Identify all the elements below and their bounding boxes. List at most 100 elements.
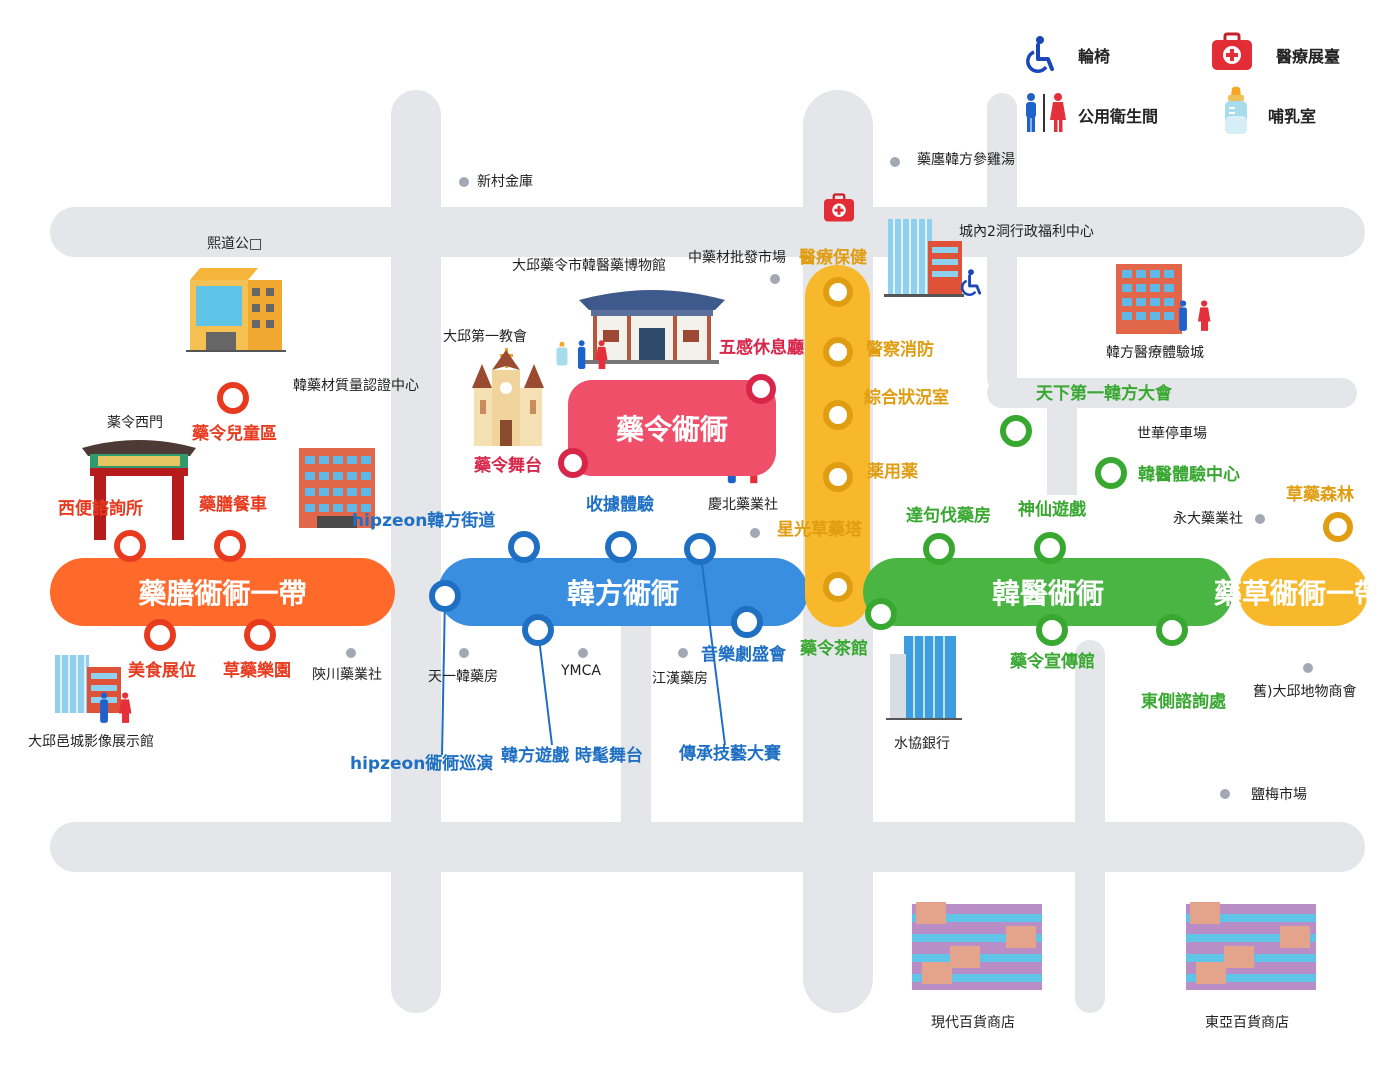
stop-label-hipzeon-street[interactable]: hipzeon韓方街道 bbox=[352, 511, 496, 531]
stop-ring-hipzeon-street[interactable] bbox=[508, 531, 540, 563]
place-label-west-gate: 薬令西門 bbox=[107, 415, 163, 431]
place-label-hapcheon: 陝川藥業社 bbox=[312, 667, 382, 683]
stop-ring-pharmacy-dal[interactable] bbox=[923, 533, 955, 565]
stop-ring-promo-hall[interactable] bbox=[1036, 614, 1068, 646]
legend-wheelchair-label: 輪椅 bbox=[1078, 47, 1111, 66]
place-label-church: 大邱第一教會 bbox=[443, 329, 527, 345]
place-dot-sinchon-bank bbox=[459, 177, 469, 187]
road-medical-kit-icon bbox=[824, 193, 854, 222]
place-label-sinchon-bank: 新村金庫 bbox=[477, 174, 533, 190]
legend-nursing-label: 哺乳室 bbox=[1268, 107, 1317, 126]
community-center-building bbox=[884, 219, 964, 297]
legend-restroom-label: 公用衛生間 bbox=[1078, 107, 1159, 126]
zone-yaksun[interactable]: 藥膳衚衕一帶 bbox=[50, 558, 395, 626]
baby-bottle-icon bbox=[1225, 86, 1247, 134]
stop-ring-food-booth[interactable] bbox=[144, 619, 176, 651]
place-label-medical-city: 韓方醫療體驗城 bbox=[1106, 345, 1204, 361]
road-east-vertical-2 bbox=[1047, 395, 1077, 495]
place-label-samgyetang: 藥廛韓方參雞湯 bbox=[917, 152, 1015, 168]
stop-ring-yakryeong-stage[interactable] bbox=[558, 448, 588, 478]
stop-ring-herb-forest[interactable] bbox=[1323, 512, 1353, 542]
stop-label-situation-room[interactable]: 綜合狀況室 bbox=[864, 388, 949, 408]
stop-label-info-east[interactable]: 東側諮詢處 bbox=[1141, 692, 1226, 712]
stop-label-medical-care[interactable]: 醫療保健 bbox=[799, 248, 867, 268]
stop-ring-police-fire[interactable] bbox=[823, 337, 853, 367]
stop-label-game[interactable]: 韓方遊戲 時髦舞台 bbox=[501, 746, 643, 766]
stop-ring-info-east[interactable] bbox=[1156, 614, 1188, 646]
suhyup-bank-building bbox=[886, 636, 962, 720]
stop-label-heritage[interactable]: 傳承技藝大賽 bbox=[679, 744, 781, 764]
museum-building bbox=[579, 290, 725, 364]
road-horizontal-south bbox=[50, 822, 1365, 872]
zone-medical-strip bbox=[805, 265, 870, 627]
stop-label-rest-lounge[interactable]: 五感休息廳 bbox=[719, 338, 804, 358]
zone-yakcho[interactable]: 藥草衚衕一帶 bbox=[1214, 558, 1382, 626]
stop-label-info-west[interactable]: 西便諮詢所 bbox=[58, 499, 143, 519]
stop-ring-tea-house[interactable] bbox=[865, 598, 897, 630]
stop-label-pharmacy-dal[interactable]: 達句伐藥房 bbox=[906, 506, 991, 526]
stop-label-food-truck[interactable]: 藥膳餐車 bbox=[199, 495, 267, 515]
stop-ring-herb-park[interactable] bbox=[244, 619, 276, 651]
place-label-gyeongbuk: 慶北藥業社 bbox=[708, 497, 778, 513]
stop-ring-game[interactable] bbox=[522, 614, 554, 646]
quality-center-building bbox=[299, 448, 375, 528]
medical-kit-icon bbox=[1212, 32, 1252, 70]
place-label-yeongdae: 永大藥業社 bbox=[1173, 511, 1243, 527]
stop-label-hanbang-contest[interactable]: 天下第一韓方大會 bbox=[1036, 384, 1172, 404]
stop-label-parade[interactable]: hipzeon衚衕巡演 bbox=[350, 754, 494, 774]
stop-ring-hanbang-contest[interactable] bbox=[1000, 415, 1032, 447]
stop-ring-rest-lounge[interactable] bbox=[746, 374, 776, 404]
place-label-old-daegu: 舊)大邱地物商會 bbox=[1253, 684, 1357, 700]
stop-label-tea-house[interactable]: 藥令茶館 bbox=[800, 639, 868, 659]
museum-nursing-icon bbox=[556, 341, 568, 366]
stop-ring-hanui-center[interactable] bbox=[1095, 457, 1127, 489]
stop-ring-heritage[interactable] bbox=[684, 533, 716, 565]
stop-label-police-fire[interactable]: 警察消防 bbox=[866, 340, 934, 360]
stop-ring-concert[interactable] bbox=[731, 606, 763, 638]
stop-label-concert[interactable]: 音樂劇盛會 bbox=[701, 645, 786, 665]
place-dot-hapcheon bbox=[346, 648, 356, 658]
donga-store-building bbox=[1186, 902, 1316, 990]
place-dot-ymca bbox=[578, 648, 588, 658]
stop-label-herb-forest[interactable]: 草藥森林 bbox=[1286, 485, 1354, 505]
stop-ring-medicine-use[interactable] bbox=[823, 462, 853, 492]
church-building bbox=[472, 348, 544, 446]
stop-label-herb-park[interactable]: 草藥樂園 bbox=[223, 661, 291, 681]
stop-label-medicine-use[interactable]: 薬用薬 bbox=[867, 462, 918, 482]
huido-park-building bbox=[186, 268, 286, 352]
stop-label-collect[interactable]: 收據體驗 bbox=[586, 495, 654, 515]
stop-label-hanui-center[interactable]: 韓醫體驗中心 bbox=[1138, 465, 1240, 485]
road-horizontal-north bbox=[50, 207, 1365, 257]
stop-label-yakryeong-stage[interactable]: 藥令舞台 bbox=[474, 456, 542, 476]
place-label-yeommae: 鹽梅市場 bbox=[1251, 787, 1307, 803]
place-label-cheonil: 天一韓藥房 bbox=[428, 669, 498, 685]
place-dot-yeongdae bbox=[1255, 514, 1265, 524]
place-label-hyundai: 現代百貨商店 bbox=[931, 1015, 1015, 1031]
place-label-quality-center: 韓藥材質量認證中心 bbox=[293, 378, 419, 394]
road-vertical-west bbox=[391, 90, 441, 1013]
zone-yakryeong[interactable]: 藥令衚衕 bbox=[568, 380, 776, 476]
stop-ring-parade[interactable] bbox=[429, 580, 461, 612]
stop-ring-medical-care[interactable] bbox=[823, 277, 853, 307]
stop-ring-sinseon[interactable] bbox=[1034, 532, 1066, 564]
place-label-photo-hall: 大邱邑城影像展示館 bbox=[28, 734, 154, 750]
west-gate-building bbox=[82, 440, 196, 540]
stop-label-promo-hall[interactable]: 藥令宣傳館 bbox=[1010, 652, 1095, 672]
road-east-vertical-3 bbox=[1075, 640, 1105, 1013]
stop-label-children-zone[interactable]: 藥令兒童區 bbox=[192, 424, 277, 444]
place-dot-herb-market bbox=[770, 274, 780, 284]
stop-ring-children-zone[interactable] bbox=[217, 382, 249, 414]
stop-ring-starlight[interactable] bbox=[823, 572, 853, 602]
place-label-donga: 東亞百貨商店 bbox=[1205, 1015, 1289, 1031]
stop-ring-collect[interactable] bbox=[605, 531, 637, 563]
stop-ring-info-west[interactable] bbox=[114, 530, 146, 562]
stop-label-starlight[interactable]: 星光草藥塔 bbox=[777, 520, 862, 540]
stop-label-food-booth[interactable]: 美食展位 bbox=[128, 661, 196, 681]
stop-label-sinseon[interactable]: 神仙遊戲 bbox=[1018, 500, 1086, 520]
medical-city-restroom-icon bbox=[1179, 300, 1211, 331]
stop-ring-situation-room[interactable] bbox=[823, 400, 853, 430]
legend-medical-label: 醫療展臺 bbox=[1276, 47, 1341, 66]
stop-ring-food-truck[interactable] bbox=[214, 530, 246, 562]
